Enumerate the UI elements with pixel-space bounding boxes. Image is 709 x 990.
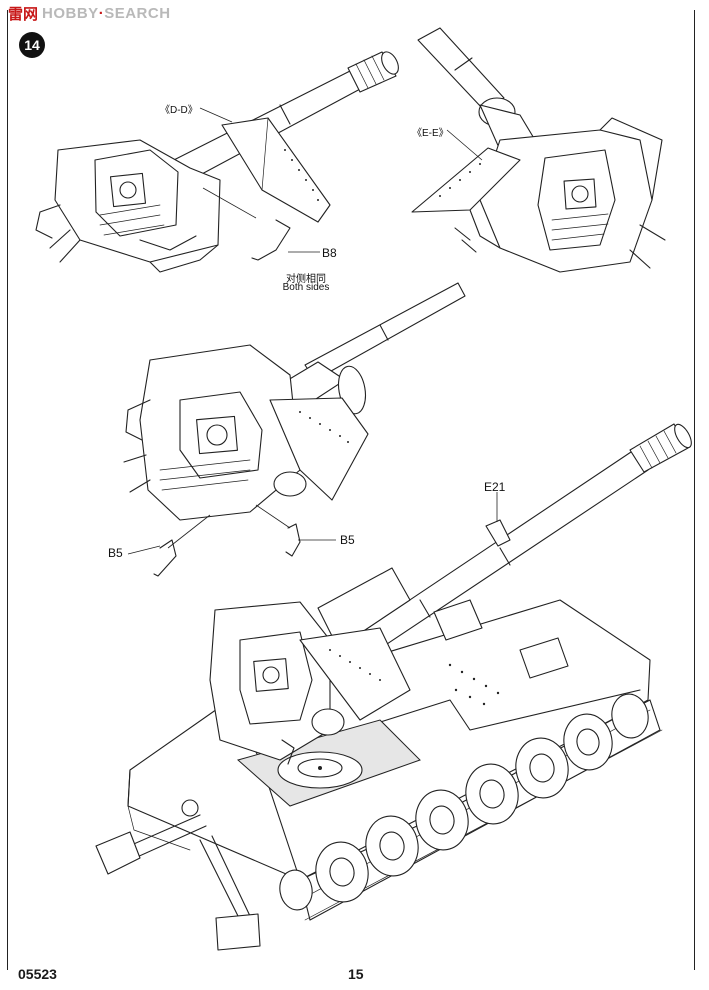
both-sides-cn-label: 对侧相同 — [286, 274, 326, 285]
page-number: 15 — [348, 966, 364, 982]
part-e21-label: E21 — [484, 480, 506, 494]
page-border-right — [694, 10, 695, 970]
watermark-text: HOBBY·SEARCH — [42, 4, 171, 22]
breech-detail-dd — [35, 51, 399, 273]
breech-detail-ee — [411, 27, 666, 273]
both-sides-en-label: Both sides — [282, 282, 330, 293]
part-b5-right-label: B5 — [340, 533, 355, 547]
road-wheels — [279, 693, 649, 911]
section-dd-label: 《D-D》 — [160, 105, 198, 116]
section-ee-label: 《E-E》 — [412, 128, 449, 139]
part-b5-left-label: B5 — [108, 546, 123, 560]
page-border-left — [7, 10, 8, 970]
kit-number: 05523 — [18, 966, 57, 982]
watermark-logo: 雷网 — [8, 4, 39, 23]
vehicle-full — [95, 423, 692, 951]
gun-assembly-middle — [123, 282, 466, 577]
step-number-badge: 14 — [19, 32, 45, 58]
part-b8-label: B8 — [322, 246, 337, 260]
watermark: 雷网 HOBBY·SEARCH — [8, 2, 171, 24]
